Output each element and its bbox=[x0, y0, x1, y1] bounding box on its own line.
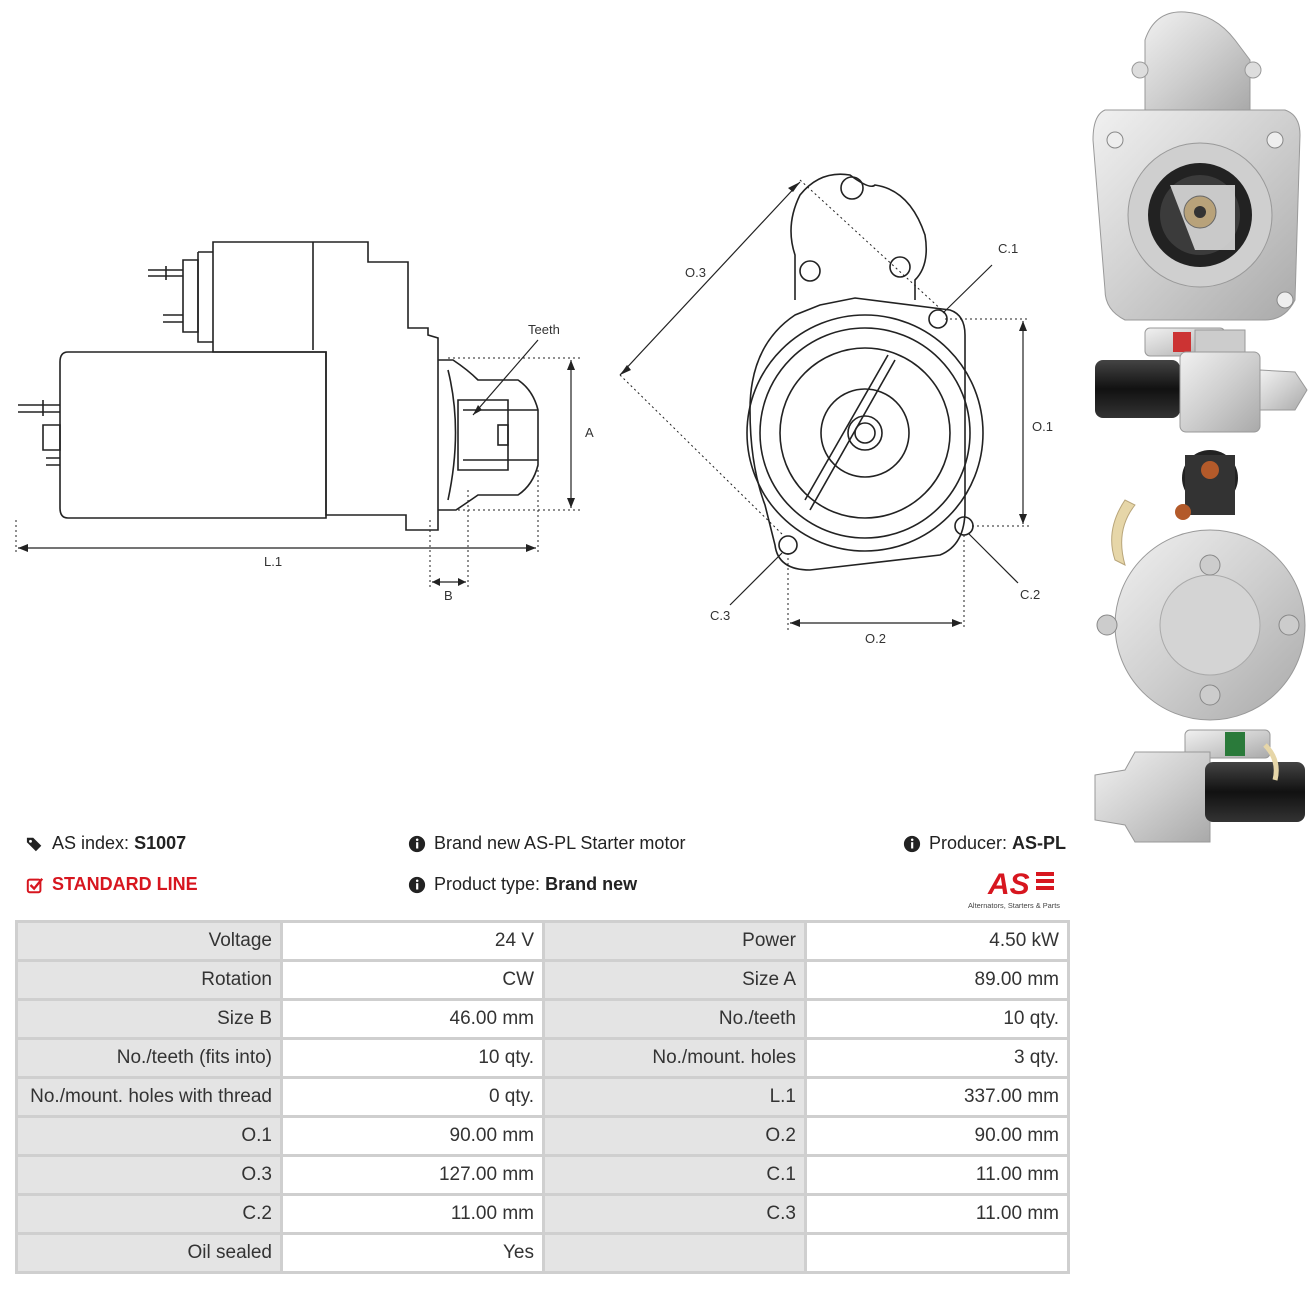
spec-value: 11.00 mm bbox=[283, 1196, 542, 1232]
tags-icon bbox=[26, 837, 42, 851]
table-row: No./teeth (fits into)10 qty.No./mount. h… bbox=[18, 1040, 1067, 1076]
info-icon bbox=[408, 835, 426, 852]
product-type: Product type: Brand new bbox=[408, 874, 637, 895]
product-info: AS index: S1007 STANDARD LINE Brand new … bbox=[26, 830, 1071, 910]
spec-value: 90.00 mm bbox=[283, 1118, 542, 1154]
spec-label: No./teeth (fits into) bbox=[18, 1040, 280, 1076]
as-index-value: S1007 bbox=[134, 833, 187, 853]
info-icon bbox=[408, 876, 426, 893]
product-photos bbox=[1092, 11, 1308, 843]
dim-o2-label: O.2 bbox=[865, 631, 886, 646]
spec-label: No./mount. holes bbox=[545, 1040, 804, 1076]
spec-value: 127.00 mm bbox=[283, 1157, 542, 1193]
product-line-label: STANDARD LINE bbox=[52, 874, 198, 894]
photo-side-view-alt bbox=[1094, 729, 1305, 843]
producer: Producer: AS-PL bbox=[903, 833, 1066, 854]
spec-label: Voltage bbox=[18, 923, 280, 959]
spec-value: 0 qty. bbox=[283, 1079, 542, 1115]
logo-tagline: Alternators, Starters & Parts bbox=[968, 901, 1060, 910]
spec-label: C.1 bbox=[545, 1157, 804, 1193]
spec-value: 10 qty. bbox=[283, 1040, 542, 1076]
spec-value: 3 qty. bbox=[807, 1040, 1067, 1076]
spec-label: C.2 bbox=[18, 1196, 280, 1232]
spec-label: Rotation bbox=[18, 962, 280, 998]
spec-label: L.1 bbox=[545, 1079, 804, 1115]
producer-label: Producer: bbox=[928, 833, 1007, 853]
brand-text: Brand new AS-PL Starter motor bbox=[434, 833, 686, 853]
spec-value: 11.00 mm bbox=[807, 1157, 1067, 1193]
spec-label: O.2 bbox=[545, 1118, 804, 1154]
dim-o3-label: O.3 bbox=[685, 265, 706, 280]
info-icon bbox=[903, 835, 921, 852]
logo-text: AS bbox=[987, 868, 1030, 901]
spec-label: C.3 bbox=[545, 1196, 804, 1232]
spec-value: 24 V bbox=[283, 923, 542, 959]
dim-c2-label: C.2 bbox=[1020, 587, 1040, 602]
product-type-label: Product type: bbox=[434, 874, 541, 894]
dim-b-label: B bbox=[444, 588, 453, 603]
dim-c3-label: C.3 bbox=[710, 608, 730, 623]
spec-value: 337.00 mm bbox=[807, 1079, 1067, 1115]
product-type-value: Brand new bbox=[545, 874, 638, 894]
photo-rear-view bbox=[1096, 450, 1306, 721]
dim-o1-label: O.1 bbox=[1032, 419, 1053, 434]
photo-side-view bbox=[1095, 327, 1308, 433]
product-line: STANDARD LINE bbox=[26, 874, 198, 895]
dim-l1-label: L.1 bbox=[264, 554, 282, 569]
dim-c1-label: C.1 bbox=[998, 241, 1018, 256]
side-view-diagram: Teeth A L.1 B bbox=[15, 241, 594, 603]
spec-label: No./teeth bbox=[545, 1001, 804, 1037]
spec-label: No./mount. holes with thread bbox=[18, 1079, 280, 1115]
producer-value: AS-PL bbox=[1012, 833, 1066, 853]
as-index: AS index: S1007 bbox=[26, 833, 186, 854]
spec-value: 10 qty. bbox=[807, 1001, 1067, 1037]
spec-label bbox=[545, 1235, 804, 1271]
as-pl-logo: AS Alternators, Starters & Parts bbox=[968, 868, 1060, 910]
spec-label: O.3 bbox=[18, 1157, 280, 1193]
spec-value: 11.00 mm bbox=[807, 1196, 1067, 1232]
spec-value: CW bbox=[283, 962, 542, 998]
dim-a-label: A bbox=[585, 425, 594, 440]
photo-front-view bbox=[1092, 11, 1301, 321]
spec-value: 90.00 mm bbox=[807, 1118, 1067, 1154]
spec-value: 46.00 mm bbox=[283, 1001, 542, 1037]
spec-value: 89.00 mm bbox=[807, 962, 1067, 998]
spec-value: Yes bbox=[283, 1235, 542, 1271]
spec-label: Size A bbox=[545, 962, 804, 998]
spec-label: O.1 bbox=[18, 1118, 280, 1154]
spec-value: 4.50 kW bbox=[807, 923, 1067, 959]
spec-value bbox=[807, 1235, 1067, 1271]
brand-description: Brand new AS-PL Starter motor bbox=[408, 833, 685, 854]
as-index-label: AS index: bbox=[52, 833, 130, 853]
spec-label: Size B bbox=[18, 1001, 280, 1037]
spec-label: Oil sealed bbox=[18, 1235, 280, 1271]
teeth-label: Teeth bbox=[528, 322, 560, 337]
front-view-diagram: O.3 O.1 O.2 C.1 C.2 C.3 bbox=[619, 173, 1053, 646]
checkbox-checked-icon bbox=[26, 877, 44, 893]
spec-label: Power bbox=[545, 923, 804, 959]
